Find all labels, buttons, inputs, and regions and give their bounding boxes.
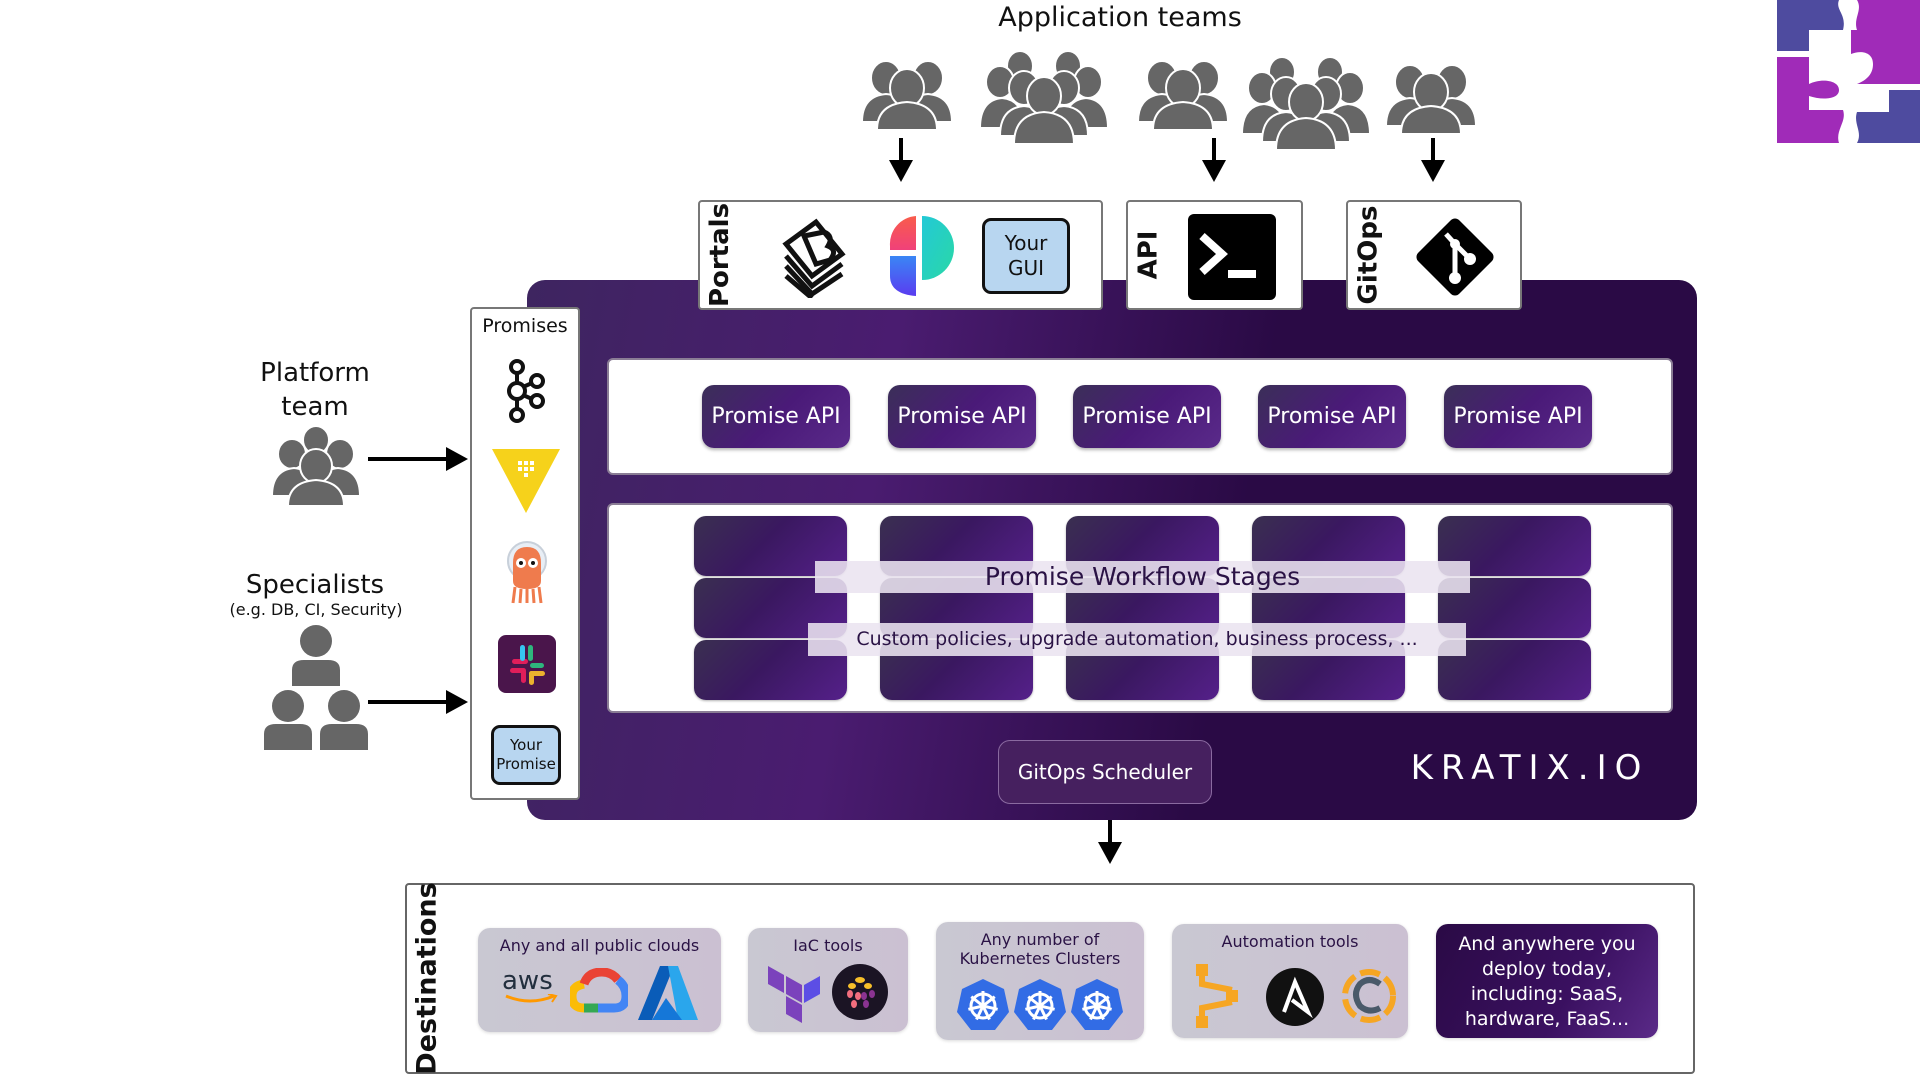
destination-card-clouds[interactable]: Any and all public clouds aws <box>478 928 721 1032</box>
vault-icon[interactable] <box>492 449 560 513</box>
portals-label-wrap: Portals <box>702 202 738 308</box>
portals-label: Portals <box>705 202 736 308</box>
specialists-icon <box>264 625 368 750</box>
destination-card-kubernetes[interactable]: Any number of Kubernetes Clusters <box>936 922 1144 1040</box>
platform-team-label: Platform team <box>260 358 370 422</box>
destination-card-title: And anywhere you deploy today, including… <box>1458 933 1636 1030</box>
slack-icon[interactable] <box>498 635 556 693</box>
promise-api-button[interactable]: Promise API <box>1073 385 1221 448</box>
destinations-label-wrap: Destinations <box>407 882 447 1075</box>
kafka-icon[interactable] <box>505 359 545 423</box>
specialists-subtitle: (e.g. DB, CI, Security) <box>229 600 403 619</box>
arrow-to-api <box>1202 138 1226 182</box>
promise-api-button[interactable]: Promise API <box>702 385 850 448</box>
destination-card-title: Automation tools <box>1221 932 1359 951</box>
backstage-icon[interactable] <box>776 214 850 298</box>
api-box: API <box>1126 200 1303 310</box>
team-small-icon <box>1386 64 1476 134</box>
workflow-stages-subtitle: Custom policies, upgrade automation, bus… <box>808 623 1466 656</box>
team-large-icon <box>980 50 1108 144</box>
azure-icon <box>638 966 698 1020</box>
team-small-icon <box>1138 60 1228 130</box>
ansible-icon <box>1266 968 1324 1026</box>
gitops-label: GitOps <box>1353 205 1383 305</box>
kubernetes-icon <box>1014 979 1066 1030</box>
kubernetes-icon <box>957 979 1009 1030</box>
pulumi-icon <box>832 964 888 1020</box>
specialists-label: Specialists <box>245 570 385 600</box>
destination-card-title: Any and all public clouds <box>499 936 700 955</box>
port-icon[interactable] <box>886 216 956 296</box>
aws-icon: aws <box>502 966 558 1006</box>
promises-panel: Promises Your Promise <box>470 307 580 800</box>
gitops-scheduler[interactable]: GitOps Scheduler <box>998 740 1212 804</box>
kratix-brand-text: KRATIX.IO <box>1410 748 1650 788</box>
api-label: API <box>1133 230 1164 280</box>
promises-title: Promises <box>482 315 568 337</box>
git-icon[interactable] <box>1410 212 1500 302</box>
promise-api-button[interactable]: Promise API <box>1258 385 1406 448</box>
gitops-box: GitOps <box>1346 200 1522 310</box>
platform-team-icon <box>272 426 360 506</box>
gitops-label-wrap: GitOps <box>1350 202 1386 308</box>
aws-text: aws <box>502 966 553 996</box>
destinations-label: Destinations <box>411 882 443 1075</box>
your-promise-button[interactable]: Your Promise <box>491 725 561 785</box>
destination-card-automation[interactable]: Automation tools <box>1172 924 1408 1038</box>
team-small-icon <box>862 60 952 130</box>
scheduler-to-destinations-arrow <box>1098 820 1122 864</box>
arrow-to-gitops <box>1421 138 1445 182</box>
portals-box: Portals Your GUI <box>698 200 1103 310</box>
terminal-icon[interactable] <box>1188 214 1276 300</box>
destination-card-title: IaC tools <box>793 936 863 955</box>
cloudify-icon <box>1196 964 1238 1028</box>
specialists-arrow <box>368 690 468 714</box>
destination-card-title: Any number of Kubernetes Clusters <box>959 930 1121 968</box>
google-cloud-icon <box>570 968 628 1013</box>
your-gui-button[interactable]: Your GUI <box>982 218 1070 294</box>
arrow-to-portals <box>889 138 913 182</box>
destination-card-iac[interactable]: IaC tools <box>748 928 908 1032</box>
team-large-icon <box>1242 56 1370 150</box>
workflow-stages-title: Promise Workflow Stages <box>815 561 1470 593</box>
argo-icon[interactable] <box>505 541 549 605</box>
kubernetes-icon <box>1071 979 1123 1030</box>
application-teams-title: Application teams <box>998 2 1242 33</box>
promise-api-button[interactable]: Promise API <box>888 385 1036 448</box>
api-label-wrap: API <box>1130 202 1166 308</box>
platform-team-arrow <box>368 447 468 471</box>
destination-card-anywhere[interactable]: And anywhere you deploy today, including… <box>1436 924 1658 1038</box>
kratix-puzzle-logo-icon <box>1777 0 1920 143</box>
terraform-icon <box>768 966 820 1023</box>
promise-api-button[interactable]: Promise API <box>1444 385 1592 448</box>
crossplane-icon <box>1342 969 1396 1023</box>
